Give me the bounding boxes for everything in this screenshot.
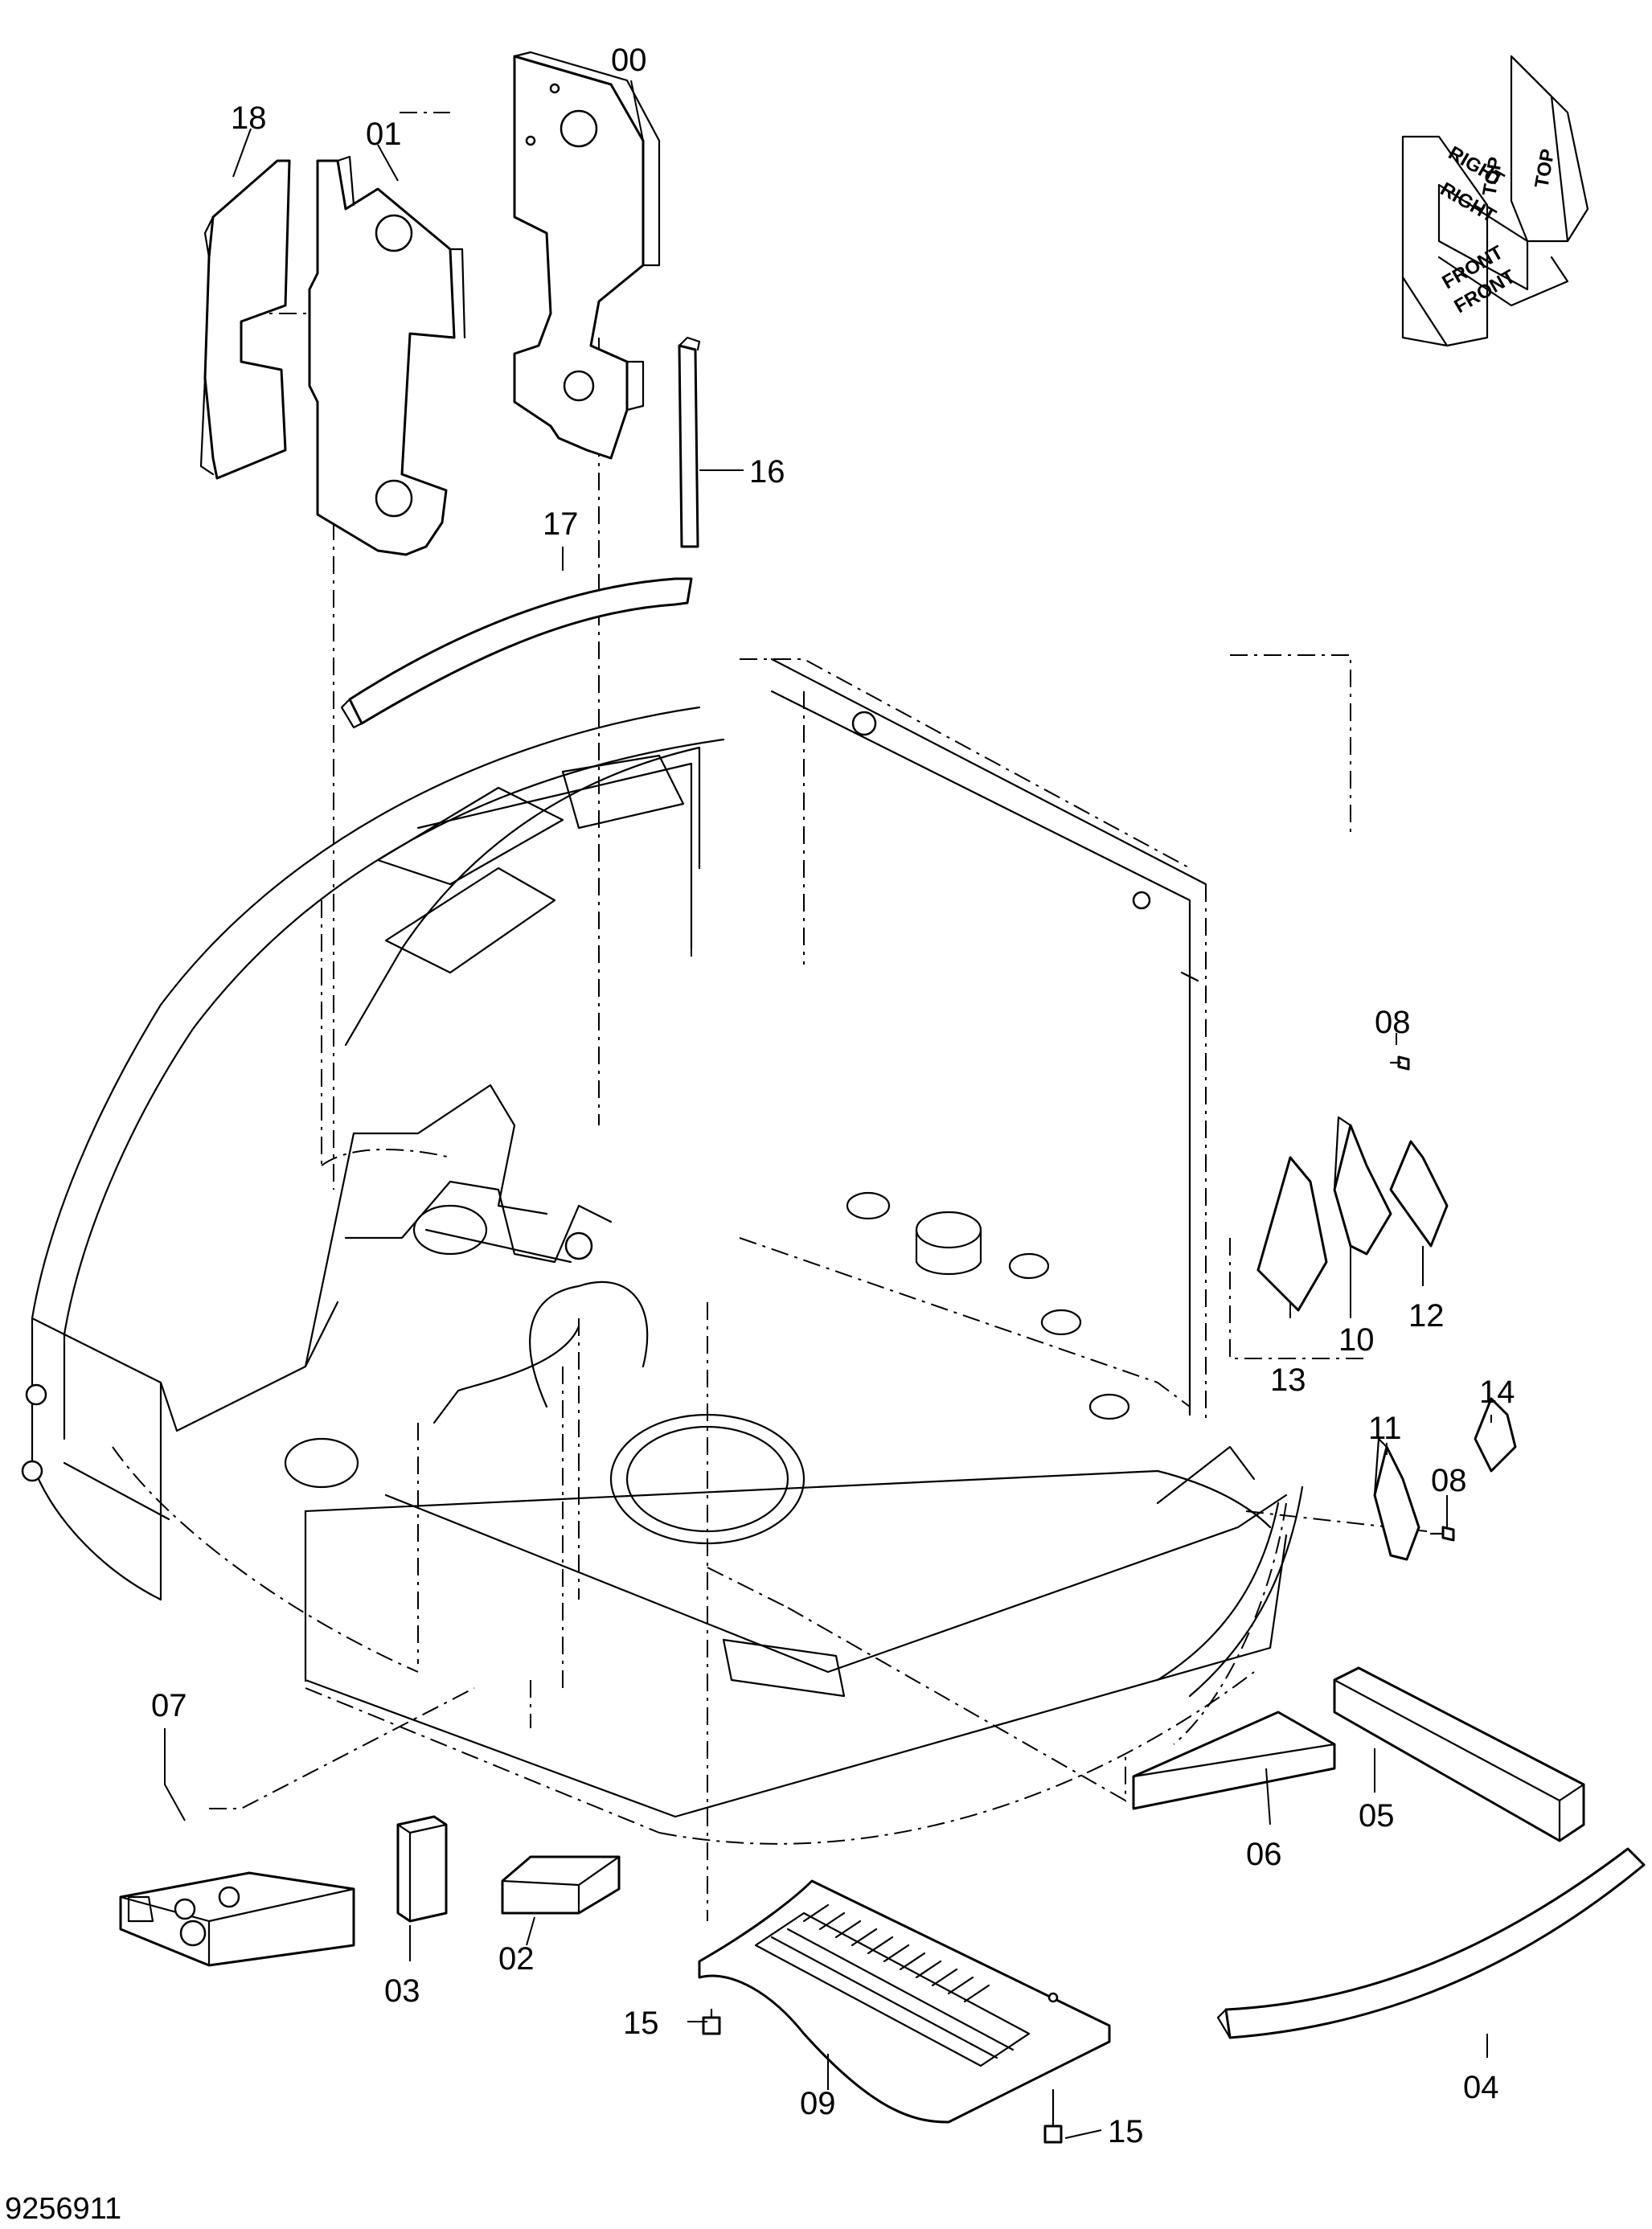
label-13: 13 (1270, 1362, 1306, 1398)
part-labels: 00 01 02 03 04 05 06 07 08 08 09 10 11 1… (151, 43, 1515, 2149)
part-18-insulation (199, 159, 291, 480)
label-07: 07 (151, 1688, 187, 1723)
label-08-lower: 08 (1431, 1463, 1467, 1498)
part-03-block (396, 1815, 448, 1923)
label-06: 06 (1246, 1837, 1282, 1872)
label-12: 12 (1408, 1298, 1445, 1334)
part-12-pad (1389, 1140, 1449, 1248)
part-07-block (119, 1871, 355, 1967)
label-05: 05 (1359, 1798, 1395, 1834)
label-01: 01 (366, 117, 402, 152)
label-15-left: 15 (623, 2006, 659, 2041)
label-11: 11 (1368, 1411, 1402, 1446)
label-00: 00 (611, 43, 647, 78)
dir-label-top-2: TOP (1531, 147, 1559, 190)
label-17: 17 (543, 506, 579, 542)
leader-lines (164, 80, 1492, 2139)
part-08-bolt-lower (1429, 1526, 1455, 1542)
part-00-plate (513, 51, 661, 460)
part-05-bar (1333, 1666, 1585, 1842)
part-16-strip (678, 336, 701, 548)
part-11-pad (1373, 1437, 1420, 1561)
label-03: 03 (384, 1973, 420, 2009)
part-09-under-cover (698, 1879, 1111, 2124)
part-02-pad (501, 1855, 621, 1915)
part-17-curved-strip (340, 577, 693, 729)
upper-frame (21, 658, 1304, 1818)
label-15-right: 15 (1108, 2114, 1144, 2149)
part-10-pad (1333, 1116, 1392, 1256)
part-06-wedge (1132, 1711, 1336, 1810)
part-08-bolt-upper (1389, 1055, 1410, 1071)
label-09: 09 (800, 2086, 836, 2121)
orientation-icon: TOP TOP RIGHT RIGHT FRONT FRONT (1401, 55, 1589, 347)
part-13-pad (1256, 1156, 1328, 1312)
label-10: 10 (1338, 1322, 1375, 1358)
part-04-curved-strip (1216, 1847, 1646, 2039)
label-04: 04 (1463, 2070, 1499, 2105)
label-08-upper: 08 (1375, 1005, 1411, 1040)
label-16: 16 (749, 454, 785, 490)
part-15-screw-right (1043, 2088, 1063, 2144)
label-18: 18 (231, 100, 267, 136)
part-01-plate (308, 155, 466, 556)
part-14-pad (1474, 1397, 1517, 1473)
label-02: 02 (498, 1941, 535, 1977)
label-14: 14 (1479, 1375, 1515, 1410)
figure-id: 9256911 (5, 2192, 121, 2226)
